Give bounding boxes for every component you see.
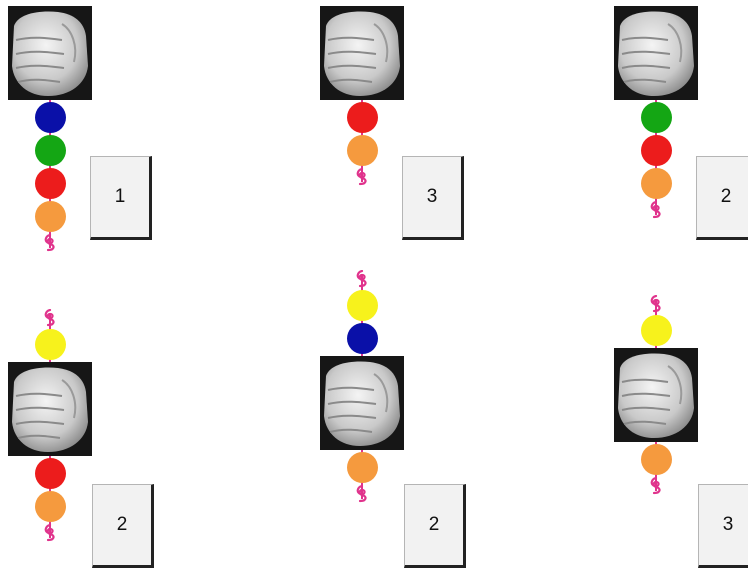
red-bead: [35, 458, 66, 489]
curl-icon: [648, 295, 664, 313]
fist-photo-icon: [320, 6, 404, 100]
answer-box: 2: [92, 484, 154, 568]
fist-photo-icon: [320, 356, 404, 450]
green-bead: [35, 135, 66, 166]
blue-bead: [35, 102, 66, 133]
orange-bead: [35, 491, 66, 522]
red-bead: [35, 168, 66, 199]
answer-box: 2: [404, 484, 466, 568]
fist-photo-icon: [8, 6, 92, 100]
answer-box: 1: [90, 156, 152, 240]
red-bead: [347, 102, 378, 133]
red-bead: [641, 135, 672, 166]
curl-icon: [354, 270, 370, 288]
fist-photo-icon: [8, 362, 92, 456]
fist-photo-icon: [614, 348, 698, 442]
curl-icon: [42, 524, 58, 542]
yellow-bead: [347, 290, 378, 321]
curl-icon: [648, 201, 664, 219]
orange-bead: [35, 201, 66, 232]
yellow-bead: [35, 329, 66, 360]
fist-photo-icon: [614, 6, 698, 100]
orange-bead: [347, 452, 378, 483]
yellow-bead: [641, 315, 672, 346]
curl-icon: [42, 234, 58, 252]
orange-bead: [347, 135, 378, 166]
curl-icon: [42, 309, 58, 327]
curl-icon: [354, 168, 370, 186]
green-bead: [641, 102, 672, 133]
answer-box: 2: [696, 156, 748, 240]
curl-icon: [354, 485, 370, 503]
answer-box: 3: [402, 156, 464, 240]
answer-box: 3: [698, 484, 748, 568]
orange-bead: [641, 444, 672, 475]
blue-bead: [347, 323, 378, 354]
orange-bead: [641, 168, 672, 199]
curl-icon: [648, 477, 664, 495]
